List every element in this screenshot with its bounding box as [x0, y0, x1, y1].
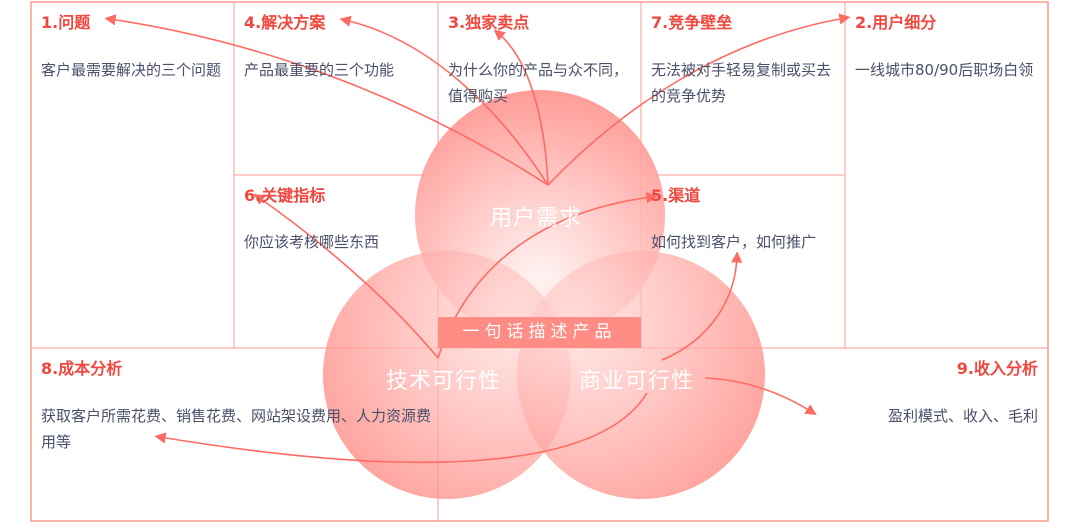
venn-label-business-feasibility: 商业可行性: [579, 369, 695, 394]
one-line-product-description: 一句话描述产品: [438, 317, 641, 348]
circle-business-feasibility: [517, 251, 765, 499]
venn-label-user-needs: 用户需求: [490, 206, 583, 231]
venn-label-technical-feasibility: 技术可行性: [386, 369, 502, 394]
arrows: [104, 13, 851, 464]
circle-technical-feasibility: [323, 251, 571, 499]
